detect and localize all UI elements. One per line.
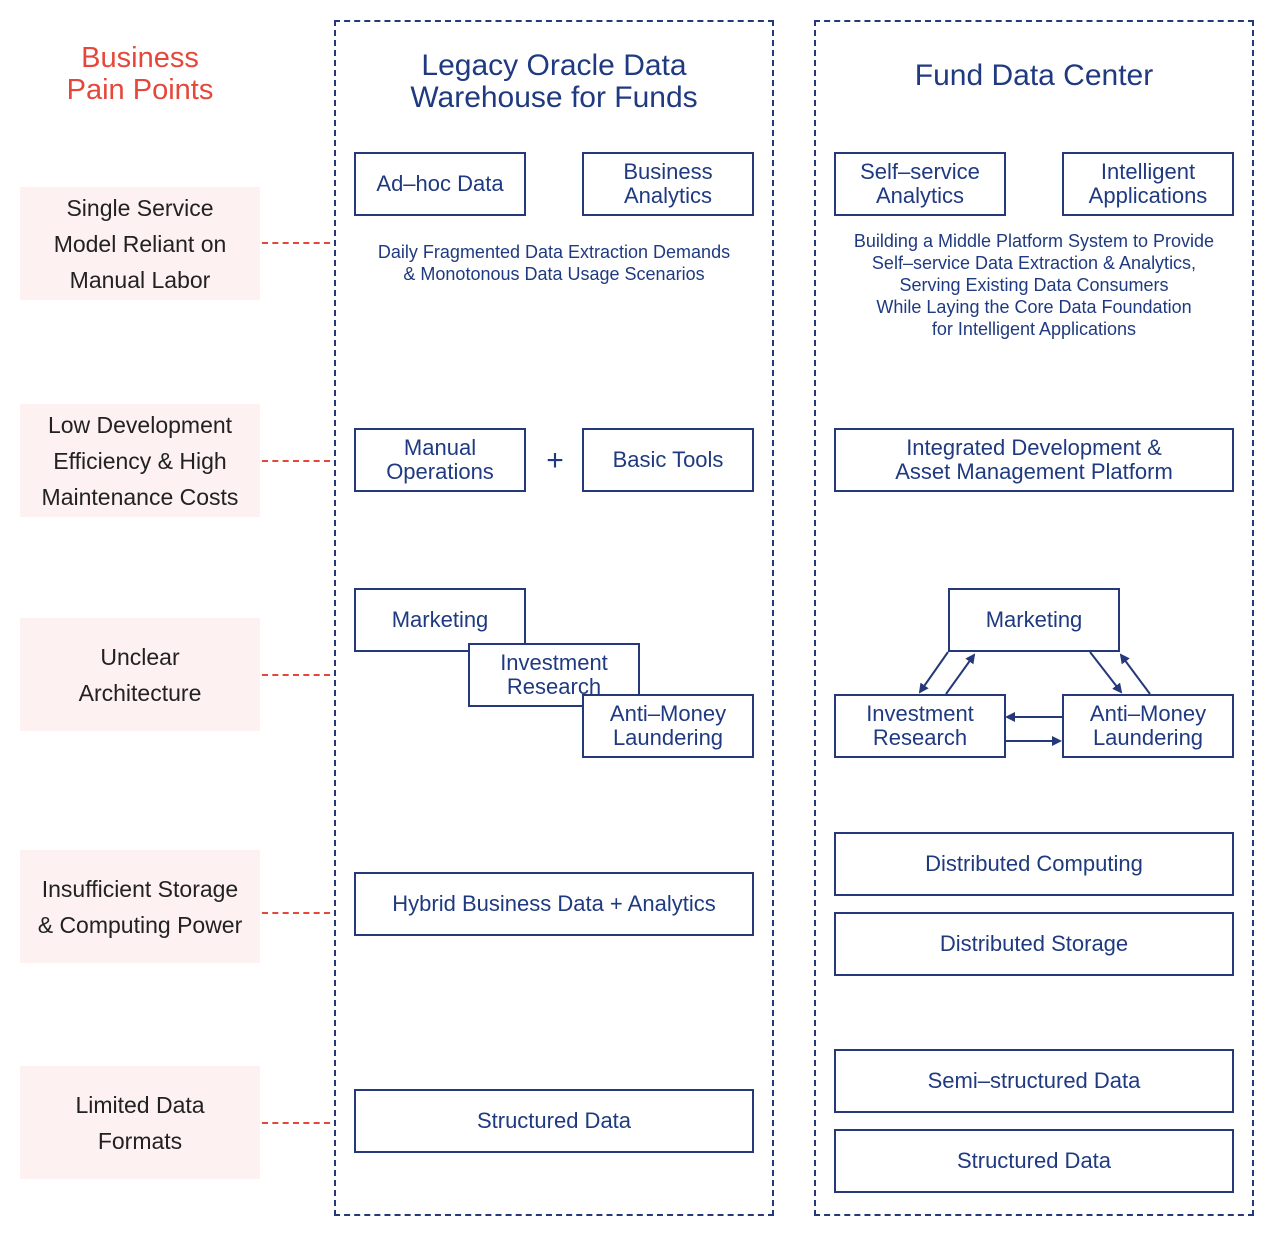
legacy-marketing-box: Marketing <box>354 588 526 652</box>
legacy-adhoc-data-box: Ad–hoc Data <box>354 152 526 216</box>
pain-point-line: Limited Data <box>75 1091 205 1118</box>
pain-point-manual-labor: Single Service Model Reliant on Manual L… <box>20 187 260 300</box>
desc-line: Daily Fragmented Data Extraction Demands <box>377 242 731 262</box>
pain-points-heading: Business Pain Points <box>20 42 260 106</box>
pain-point-data-formats: Limited Data Formats <box>20 1066 260 1179</box>
box-label: Marketing <box>985 607 1083 632</box>
box-label: Laundering <box>1092 725 1204 750</box>
plus-sign: + <box>546 444 564 477</box>
legacy-business-analytics-box: Business Analytics <box>582 152 754 216</box>
pain-point-line: Low Development <box>47 411 233 438</box>
box-label: Distributed Storage <box>939 931 1129 956</box>
legacy-title: Legacy Oracle Data Warehouse for Funds <box>334 50 774 114</box>
pain-connector <box>262 912 330 914</box>
pain-connector <box>262 1122 330 1124</box>
pain-connector <box>262 674 330 676</box>
fund-investment-research-box: Investment Research <box>834 694 1006 758</box>
fund-integrated-platform-box: Integrated Development & Asset Managemen… <box>834 428 1234 492</box>
fund-intelligent-applications-box: Intelligent Applications <box>1062 152 1234 216</box>
desc-line: Building a Middle Platform System to Pro… <box>853 231 1215 251</box>
box-label: Anti–Money <box>609 701 727 726</box>
pain-point-line: Architecture <box>78 679 202 706</box>
pain-points-heading-line: Business <box>81 42 199 74</box>
legacy-basic-tools-box: Basic Tools <box>582 428 754 492</box>
legacy-panel <box>334 20 774 1216</box>
pain-point-line: Formats <box>97 1127 183 1154</box>
desc-line: Self–service Data Extraction & Analytics… <box>871 253 1197 273</box>
box-label: Structured Data <box>476 1108 632 1133</box>
pain-connector <box>262 460 330 462</box>
pain-point-line: Model Reliant on <box>53 230 227 257</box>
fund-distributed-storage-box: Distributed Storage <box>834 912 1234 976</box>
legacy-title-line: Legacy Oracle Data <box>421 49 687 82</box>
pain-point-line: Manual Labor <box>69 266 211 293</box>
box-label: Analytics <box>623 183 713 208</box>
box-label: Self–service <box>860 159 980 184</box>
box-label: Hybrid Business Data + Analytics <box>392 891 716 916</box>
box-label: Basic Tools <box>612 447 724 472</box>
fund-marketing-box: Marketing <box>948 588 1120 652</box>
fund-center-description: Building a Middle Platform System to Pro… <box>814 230 1254 340</box>
pain-connector <box>262 242 330 244</box>
pain-point-line: Unclear <box>100 643 180 670</box>
legacy-manual-operations-box: Manual Operations <box>354 428 526 492</box>
box-label: Business <box>623 159 713 184</box>
pain-point-unclear-architecture: Unclear Architecture <box>20 618 260 731</box>
legacy-structured-data-box: Structured Data <box>354 1089 754 1153</box>
box-label: Asset Management Platform <box>895 459 1173 484</box>
pain-point-dev-efficiency: Low Development Efficiency & High Mainte… <box>20 404 260 517</box>
box-label: Integrated Development & <box>906 435 1162 460</box>
box-label: Structured Data <box>956 1148 1112 1173</box>
desc-line: & Monotonous Data Usage Scenarios <box>403 264 705 284</box>
fund-center-title: Fund Data Center <box>814 60 1254 92</box>
legacy-aml-box: Anti–Money Laundering <box>582 694 754 758</box>
legacy-investment-research-box: Investment Research <box>468 643 640 707</box>
box-label: Intelligent <box>1100 159 1196 184</box>
box-label: Distributed Computing <box>925 851 1143 876</box>
box-label: Applications <box>1088 183 1208 208</box>
desc-line: While Laying the Core Data Foundation <box>876 297 1192 317</box>
desc-line: for Intelligent Applications <box>931 319 1137 339</box>
pain-point-line: Maintenance Costs <box>41 483 239 510</box>
pain-points-heading-line: Pain Points <box>66 74 214 106</box>
box-label: Ad–hoc Data <box>376 171 504 196</box>
pain-point-line: Single Service <box>66 194 214 221</box>
fund-distributed-computing-box: Distributed Computing <box>834 832 1234 896</box>
box-label: Investment <box>866 701 974 726</box>
box-label: Manual <box>403 435 477 460</box>
fund-center-panel <box>814 20 1254 1216</box>
box-label: Semi–structured Data <box>927 1068 1141 1093</box>
box-label: Laundering <box>612 725 724 750</box>
legacy-title-line: Warehouse for Funds <box>410 81 698 114</box>
desc-line: Serving Existing Data Consumers <box>899 275 1169 295</box>
box-label: Anti–Money <box>1089 701 1207 726</box>
box-label: Investment <box>500 650 608 675</box>
box-label: Operations <box>386 459 494 484</box>
fund-aml-box: Anti–Money Laundering <box>1062 694 1234 758</box>
legacy-hybrid-box: Hybrid Business Data + Analytics <box>354 872 754 936</box>
box-label: Marketing <box>391 607 489 632</box>
box-label: Analytics <box>875 183 965 208</box>
pain-point-line: & Computing Power <box>37 911 243 938</box>
pain-point-line: Efficiency & High <box>53 447 227 474</box>
pain-point-storage-computing: Insufficient Storage & Computing Power <box>20 850 260 963</box>
pain-point-line: Insufficient Storage <box>41 875 239 902</box>
fund-semi-structured-data-box: Semi–structured Data <box>834 1049 1234 1113</box>
legacy-description: Daily Fragmented Data Extraction Demands… <box>334 241 774 285</box>
fund-center-title-line: Fund Data Center <box>914 59 1154 92</box>
fund-self-service-analytics-box: Self–service Analytics <box>834 152 1006 216</box>
fund-structured-data-box: Structured Data <box>834 1129 1234 1193</box>
box-label: Research <box>872 725 968 750</box>
